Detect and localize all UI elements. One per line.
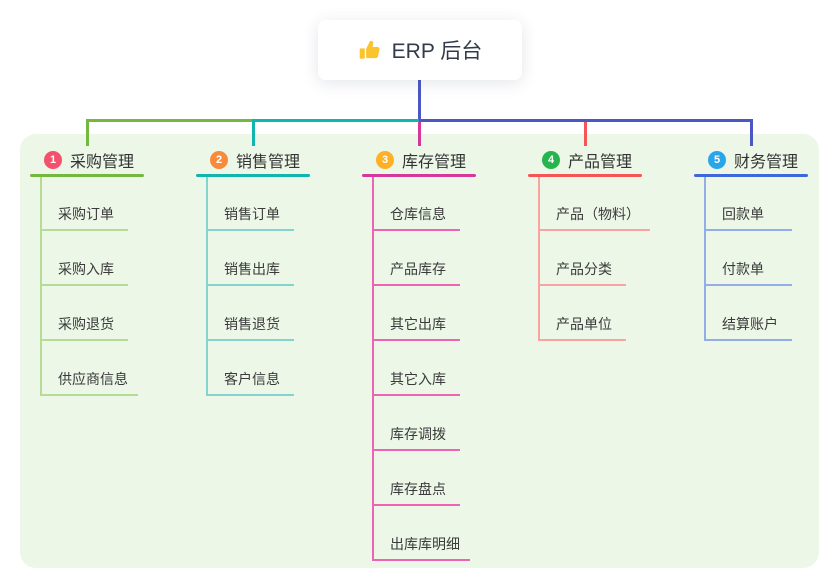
leaf-node[interactable]: 采购退货	[40, 315, 128, 341]
branch-underline	[196, 174, 310, 177]
leaf-node[interactable]: 回款单	[704, 205, 792, 231]
trunk-segment-green	[87, 119, 254, 122]
branch-node-1[interactable]: 1 采购管理	[44, 148, 134, 172]
leaf-node[interactable]: 产品库存	[372, 260, 460, 286]
leaf-node[interactable]: 仓库信息	[372, 205, 460, 231]
branch-drop-4	[584, 122, 587, 146]
branch-node-4[interactable]: 4 产品管理	[542, 148, 632, 172]
root-node-erp[interactable]: ERP 后台	[318, 20, 522, 80]
leaf-node[interactable]: 出库库明细	[372, 535, 470, 561]
leaf-node[interactable]: 付款单	[704, 260, 792, 286]
branch-number-badge: 5	[708, 151, 726, 169]
leaf-node[interactable]: 结算账户	[704, 315, 792, 341]
leaf-node[interactable]: 库存盘点	[372, 480, 460, 506]
branch-underline	[528, 174, 642, 177]
branch-node-5[interactable]: 5 财务管理	[708, 148, 798, 172]
branch-drop-5	[750, 119, 753, 146]
branch-drop-1	[86, 119, 89, 146]
branch-spine-line	[704, 177, 706, 341]
leaf-node[interactable]: 库存调拨	[372, 425, 460, 451]
branch-spine-line	[538, 177, 540, 341]
branch-underline	[30, 174, 144, 177]
branch-node-3[interactable]: 3 库存管理	[376, 148, 466, 172]
thumbs-up-icon	[358, 38, 382, 62]
leaf-node[interactable]: 产品分类	[538, 260, 626, 286]
root-connector-vertical	[418, 80, 421, 122]
branch-drop-3	[418, 122, 421, 146]
trunk-segment-teal	[253, 119, 420, 122]
branch-title: 销售管理	[236, 154, 301, 171]
leaf-node[interactable]: 产品单位	[538, 315, 626, 341]
branch-title: 库存管理	[402, 154, 467, 171]
branch-number-badge: 3	[376, 151, 394, 169]
leaf-node[interactable]: 销售出库	[206, 260, 294, 286]
leaf-node[interactable]: 销售退货	[206, 315, 294, 341]
branch-node-2[interactable]: 2 销售管理	[210, 148, 300, 172]
branch-title: 财务管理	[734, 154, 799, 171]
branch-underline	[362, 174, 476, 177]
branch-underline	[694, 174, 808, 177]
root-title: ERP 后台	[391, 40, 483, 63]
branch-drop-2	[252, 119, 255, 146]
branch-number-badge: 1	[44, 151, 62, 169]
mindmap-panel	[20, 134, 819, 568]
leaf-node[interactable]: 采购入库	[40, 260, 128, 286]
leaf-node[interactable]: 客户信息	[206, 370, 294, 396]
branch-title: 采购管理	[70, 154, 135, 171]
leaf-node[interactable]: 供应商信息	[40, 370, 138, 396]
branch-spine-line	[40, 177, 42, 396]
leaf-node[interactable]: 销售订单	[206, 205, 294, 231]
branch-title: 产品管理	[568, 154, 633, 171]
leaf-node[interactable]: 采购订单	[40, 205, 128, 231]
leaf-node[interactable]: 其它出库	[372, 315, 460, 341]
leaf-node[interactable]: 其它入库	[372, 370, 460, 396]
branch-number-badge: 2	[210, 151, 228, 169]
branch-spine-line	[206, 177, 208, 396]
trunk-segment-blue	[419, 119, 753, 122]
leaf-node[interactable]: 产品（物料）	[538, 205, 650, 231]
branch-spine-line	[372, 177, 374, 561]
branch-number-badge: 4	[542, 151, 560, 169]
